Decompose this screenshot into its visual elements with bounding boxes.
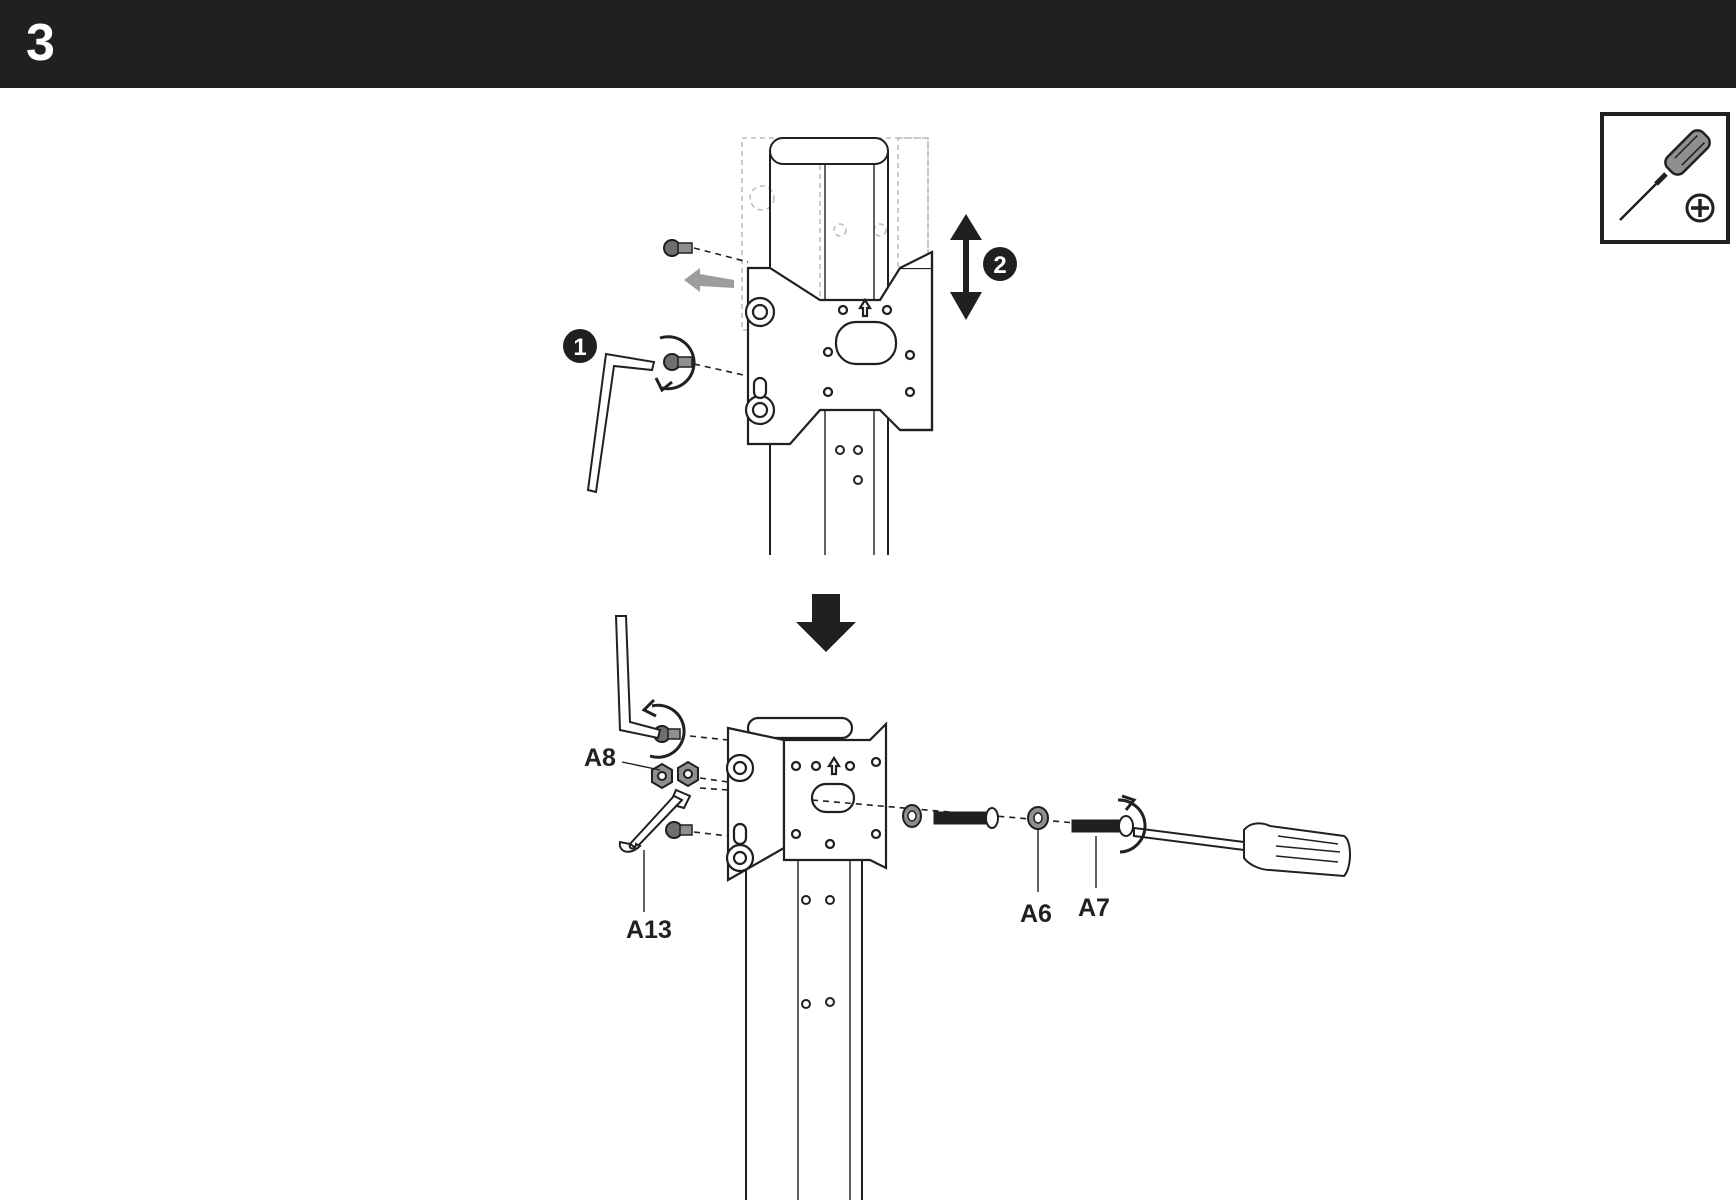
rotate-arrow-icon [1117, 794, 1147, 854]
callout-2: 2 [983, 247, 1017, 281]
bottom-post [745, 850, 863, 1200]
rotate-arrow-icon [654, 335, 696, 393]
top-illustration: 1 2 [563, 137, 1017, 555]
bottom-upper-screw [653, 725, 729, 743]
allen-key-icon [614, 615, 662, 740]
top-lower-screw [663, 353, 749, 377]
callout-2-label: 2 [993, 252, 1006, 279]
bolt-assembly [811, 799, 1134, 837]
part-label-a8: A8 [584, 744, 616, 772]
nut-a8 [651, 760, 729, 791]
part-label-a6: A6 [1020, 900, 1052, 928]
vertical-adjust-arrow-icon [950, 214, 982, 320]
top-bracket [744, 250, 934, 446]
rotate-arrow-icon [641, 698, 686, 759]
bottom-bracket [725, 716, 888, 882]
tool-required-box [1600, 112, 1730, 244]
bottom-illustration: A8 A13 A6 A7 [584, 615, 1351, 1200]
top-upper-screw [663, 239, 749, 292]
part-label-a7: A7 [1078, 894, 1110, 922]
step-number: 3 [26, 14, 55, 72]
top-post [769, 137, 889, 555]
screwdriver-icon [1133, 822, 1351, 878]
callout-1: 1 [563, 329, 597, 363]
callout-1-label: 1 [573, 334, 586, 361]
wrench-icon [618, 788, 692, 853]
part-label-a13: A13 [626, 916, 672, 944]
allen-key-icon [586, 352, 656, 494]
bottom-lower-screw [665, 821, 729, 839]
step-header: 3 [0, 0, 1736, 88]
next-step-arrow-icon [796, 594, 856, 652]
phillips-screwdriver-icon [1619, 129, 1715, 223]
